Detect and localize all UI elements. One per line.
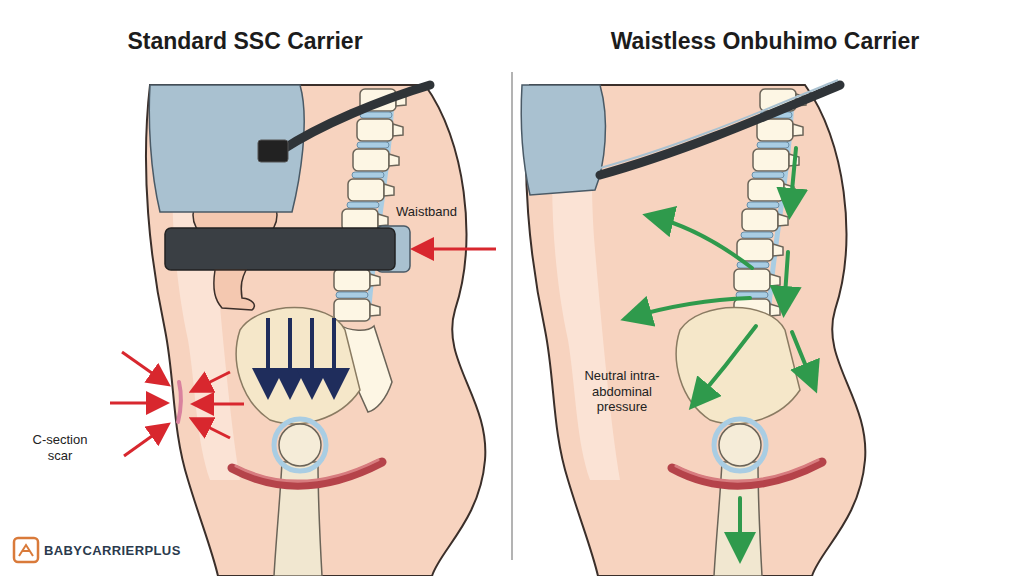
shoulder-strap bbox=[600, 85, 840, 175]
neutral-pressure-arrows bbox=[628, 148, 814, 556]
red-arrow bbox=[194, 420, 230, 438]
baby-leg bbox=[214, 270, 255, 310]
navy-arrow bbox=[332, 318, 336, 392]
buckle bbox=[258, 140, 288, 162]
watermark: BABYCARRIERPLUS bbox=[44, 543, 181, 559]
scar-mark bbox=[178, 382, 181, 422]
navy-arrow bbox=[288, 318, 292, 392]
logo-frame bbox=[14, 538, 38, 562]
part-label: C-section scar bbox=[20, 432, 100, 463]
torso-outline bbox=[146, 85, 485, 576]
red-arrow bbox=[124, 426, 166, 456]
waistband bbox=[165, 228, 395, 270]
red-arrow bbox=[122, 352, 166, 383]
green-arrow bbox=[650, 216, 752, 268]
panel-title: Standard SSC Carrier bbox=[127, 28, 362, 56]
red-arrow bbox=[416, 248, 496, 251]
pressure-arrows bbox=[110, 249, 496, 456]
downward-pressure-arrows bbox=[268, 318, 334, 392]
green-arrow bbox=[792, 332, 814, 386]
red-arrow bbox=[194, 372, 230, 390]
red-arrow bbox=[196, 403, 244, 406]
annotation: Neutral intra-abdominal pressure bbox=[566, 368, 678, 415]
carrier-panel bbox=[149, 85, 304, 212]
right-figure bbox=[521, 80, 865, 576]
part-label: Waistband bbox=[396, 204, 457, 220]
panel-divider bbox=[511, 72, 513, 560]
left-figure bbox=[110, 85, 496, 576]
panel-title: Waistless Onbuhimo Carrier bbox=[611, 28, 919, 56]
logo-icon bbox=[14, 538, 38, 562]
green-arrow bbox=[790, 148, 796, 212]
green-arrow bbox=[784, 252, 788, 310]
red-arrow bbox=[110, 402, 164, 405]
shoulder-strap bbox=[282, 85, 430, 150]
strap-seam bbox=[600, 80, 838, 168]
pelvis-and-femur bbox=[232, 308, 382, 576]
navy-arrow bbox=[310, 318, 314, 392]
navy-arrow bbox=[266, 318, 270, 392]
green-arrow bbox=[694, 326, 756, 404]
logo-mark bbox=[19, 545, 33, 556]
green-arrow bbox=[628, 298, 750, 318]
green-arrow bbox=[738, 498, 742, 556]
carrier-panel bbox=[521, 85, 605, 195]
pelvis-and-femur bbox=[672, 308, 822, 576]
